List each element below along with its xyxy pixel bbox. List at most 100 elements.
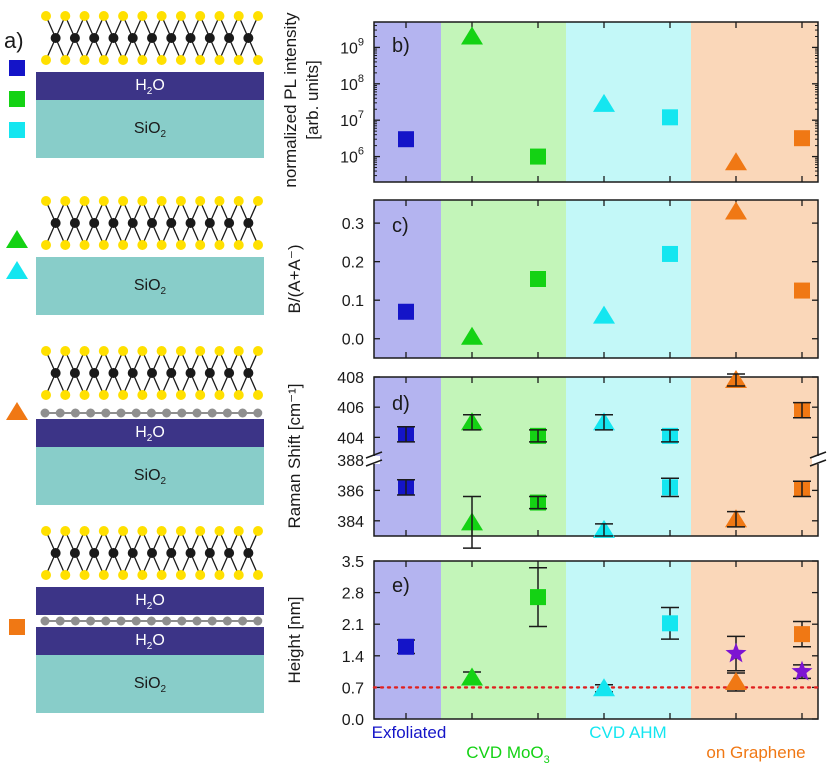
sulfur-atom — [195, 526, 206, 536]
sulfur-atom — [98, 346, 109, 356]
sulfur-atom — [156, 11, 167, 21]
sulfur-atom — [253, 346, 263, 356]
sulfur-atom — [79, 196, 90, 206]
data-point — [398, 303, 414, 320]
sulfur-atom — [41, 240, 51, 250]
water-layer — [36, 72, 264, 100]
y-tick-label: 404 — [337, 430, 364, 447]
carbon-atom — [55, 408, 65, 418]
data-point — [794, 626, 810, 643]
molybdenum-atom — [108, 368, 119, 378]
molybdenum-atom — [50, 548, 61, 558]
carbon-atom — [131, 616, 141, 626]
molybdenum-atom — [108, 33, 119, 43]
sulfur-atom — [60, 526, 71, 536]
sulfur-atom — [79, 55, 90, 65]
sulfur-atom — [156, 390, 167, 400]
carbon-atom — [222, 408, 232, 418]
carbon-atom — [177, 616, 187, 626]
legend-marker — [6, 230, 28, 248]
molybdenum-atom — [127, 368, 138, 378]
sample-region — [441, 377, 566, 536]
molybdenum-atom — [127, 33, 138, 43]
molybdenum-atom — [108, 218, 119, 228]
sulfur-atom — [79, 346, 90, 356]
molybdenum-atom — [69, 33, 80, 43]
water-label: H2O — [135, 424, 165, 443]
sulfur-atom — [175, 346, 186, 356]
molybdenum-atom — [166, 368, 177, 378]
carbon-atom — [101, 408, 111, 418]
sulfur-atom — [175, 196, 186, 206]
sulfur-atom — [195, 196, 206, 206]
sulfur-atom — [98, 55, 109, 65]
y-axis-label: B/(A+A⁻) — [285, 245, 304, 314]
sulfur-atom — [233, 346, 244, 356]
sulfur-atom — [118, 55, 129, 65]
carbon-atom — [40, 616, 50, 626]
molybdenum-atom — [224, 368, 235, 378]
sulfur-atom — [137, 570, 148, 580]
y-tick-label: 2.8 — [342, 586, 364, 603]
carbon-atom — [101, 616, 111, 626]
data-point — [662, 109, 678, 126]
molybdenum-atom — [185, 218, 196, 228]
panel-label-b: b) — [392, 35, 410, 57]
sample-region — [691, 22, 818, 182]
sulfur-atom — [156, 526, 167, 536]
molybdenum-atom — [243, 33, 254, 43]
carbon-atom — [192, 616, 202, 626]
molybdenum-atom — [204, 33, 215, 43]
y-tick-label: 109 — [340, 36, 364, 57]
group-label: Exfoliated — [372, 723, 447, 742]
data-point — [530, 271, 546, 287]
sulfur-atom — [156, 196, 167, 206]
molybdenum-atom — [89, 548, 100, 558]
y-tick-label: 0.2 — [342, 255, 364, 272]
sulfur-atom — [118, 570, 129, 580]
sulfur-atom — [60, 346, 71, 356]
sulfur-atom — [60, 55, 71, 65]
y-tick-label: 0.0 — [342, 332, 364, 349]
sulfur-atom — [137, 346, 148, 356]
sulfur-atom — [195, 240, 206, 250]
sulfur-atom — [137, 390, 148, 400]
sulfur-atom — [253, 526, 263, 536]
sio2-label: SiO2 — [134, 675, 167, 694]
sulfur-atom — [233, 526, 244, 536]
panel-label-c: c) — [392, 215, 409, 237]
molybdenum-atom — [69, 218, 80, 228]
molybdenum-atom — [243, 218, 254, 228]
sulfur-atom — [41, 196, 51, 206]
data-point — [725, 642, 747, 663]
sulfur-atom — [60, 11, 71, 21]
sulfur-atom — [195, 11, 206, 21]
sio2-label: SiO2 — [134, 277, 167, 296]
legend-marker — [9, 619, 25, 635]
molybdenum-atom — [89, 368, 100, 378]
sulfur-atom — [253, 390, 263, 400]
data-point — [794, 282, 810, 299]
molybdenum-atom — [50, 218, 61, 228]
data-point — [725, 671, 747, 690]
panel-e: 0.00.71.42.12.83.5e)Height [nm] — [285, 554, 820, 729]
axis-break-mark — [809, 451, 827, 459]
y-tick-label: 3.5 — [342, 554, 364, 571]
y-tick-label: 388 — [337, 453, 364, 470]
sulfur-atom — [195, 390, 206, 400]
molybdenum-atom — [166, 218, 177, 228]
data-point — [593, 678, 615, 697]
carbon-atom — [146, 616, 156, 626]
molybdenum-atom — [166, 33, 177, 43]
sio2-layer — [36, 447, 264, 505]
y-tick-label: 408 — [337, 370, 364, 387]
sio2-label: SiO2 — [134, 467, 167, 486]
sulfur-atom — [137, 11, 148, 21]
data-point — [593, 305, 615, 324]
molybdenum-atom — [204, 218, 215, 228]
sulfur-atom — [214, 196, 225, 206]
